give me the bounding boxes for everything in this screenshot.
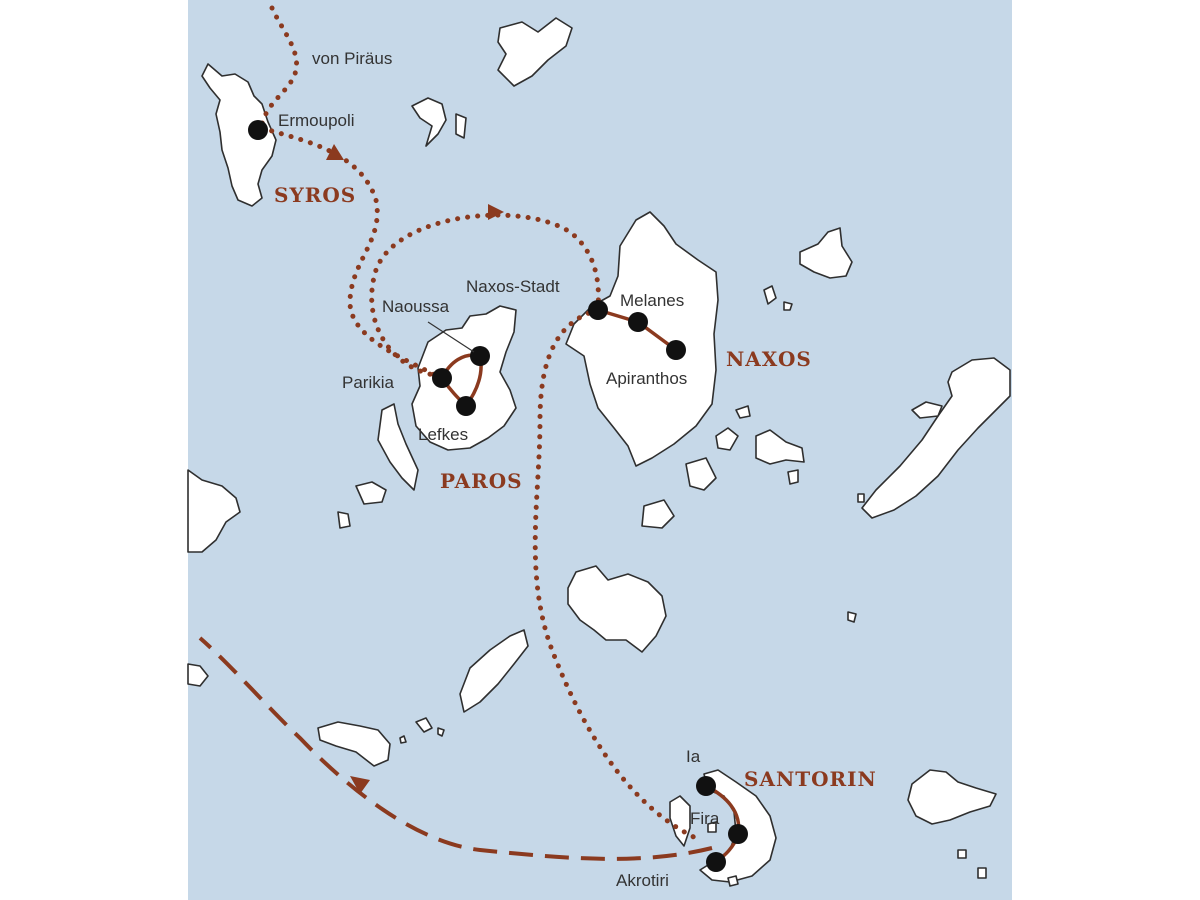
label-fira: Fira <box>690 809 720 828</box>
stop-lefkes <box>456 396 476 416</box>
island-ios-east <box>847 611 857 623</box>
label-naoussa: Naoussa <box>382 297 450 316</box>
island-amorgos-tiny <box>857 493 865 503</box>
islands <box>187 17 1011 887</box>
island-naxos-south-c <box>755 429 805 465</box>
island-northeast-c <box>783 301 793 311</box>
land-route-paros <box>440 353 483 409</box>
ferry-route-piraeus-syros <box>259 5 300 127</box>
island-naxos-south-e <box>735 405 751 419</box>
syros-island <box>201 63 277 207</box>
island-west-edge-b <box>187 663 209 687</box>
stop-apiranthos <box>666 340 686 360</box>
stops <box>248 120 748 872</box>
sea <box>188 0 1012 900</box>
island-naxos-south-a <box>685 457 717 491</box>
island-amorgos-west <box>911 401 943 419</box>
label-santorin: SANTORIN <box>744 767 877 791</box>
amorgos-island <box>861 357 1011 519</box>
label-ia: Ia <box>686 747 701 766</box>
naoussa-leader-line <box>427 321 475 353</box>
island-naxos-south-b <box>641 499 675 529</box>
island-northeast-a <box>799 227 853 279</box>
label-apiranthos: Apiranthos <box>606 369 687 388</box>
stop-ia <box>696 776 716 796</box>
island-santorin-south <box>727 875 739 887</box>
island-north-a <box>497 17 573 87</box>
island-naxos-south-d <box>715 427 739 451</box>
stop-parikia <box>432 368 452 388</box>
island-folegandros-c <box>399 735 407 744</box>
label-parikia: Parikia <box>342 373 395 392</box>
stop-naxos-stadt <box>588 300 608 320</box>
label-lefkes: Lefkes <box>418 425 468 444</box>
island-anafi-tiny-a <box>957 849 967 859</box>
island-naxos-south-f <box>787 469 799 485</box>
stop-ermoupoli <box>248 120 268 140</box>
island-paros-south-b <box>337 511 351 529</box>
folegandros-island <box>317 721 391 767</box>
label-naxos: NAXOS <box>726 347 812 371</box>
arrow-paros-naxos-icon <box>488 204 504 220</box>
arrow-return-icon <box>350 776 370 794</box>
stop-naoussa <box>470 346 490 366</box>
label-naxos-stadt: Naxos-Stadt <box>466 277 560 296</box>
island-north-b <box>411 97 447 147</box>
ios-island <box>567 565 667 653</box>
label-akrotiri: Akrotiri <box>616 871 669 890</box>
label-paros: PAROS <box>440 469 523 493</box>
ferry-route-paros-naxos <box>369 212 601 379</box>
stop-fira <box>728 824 748 844</box>
sikinos-island <box>459 629 529 713</box>
island-west-edge-a <box>187 469 241 553</box>
antiparos-island <box>377 403 419 491</box>
return-route-santorin <box>198 636 713 861</box>
paros-island <box>411 305 517 451</box>
label-ermoupoli: Ermoupoli <box>278 111 355 130</box>
island-north-c <box>455 113 467 139</box>
label-von-piraeus: von Piräus <box>312 49 392 68</box>
arrow-syros-icon <box>326 144 344 160</box>
island-anafi-tiny-b <box>977 867 987 879</box>
island-folegandros-a <box>415 717 433 733</box>
island-caldera <box>707 821 717 833</box>
naxos-island <box>565 211 719 467</box>
label-syros: SYROS <box>274 183 356 207</box>
island-labels: SYROS PAROS NAXOS SANTORIN <box>274 183 877 791</box>
anafi-island <box>907 769 997 825</box>
stop-akrotiri <box>706 852 726 872</box>
island-northeast-b <box>763 285 777 305</box>
stop-melanes <box>628 312 648 332</box>
island-folegandros-b <box>437 727 445 737</box>
island-paros-south-a <box>355 481 387 505</box>
place-labels: von Piräus Ermoupoli Naoussa Parikia Lef… <box>278 49 720 890</box>
label-melanes: Melanes <box>620 291 684 310</box>
